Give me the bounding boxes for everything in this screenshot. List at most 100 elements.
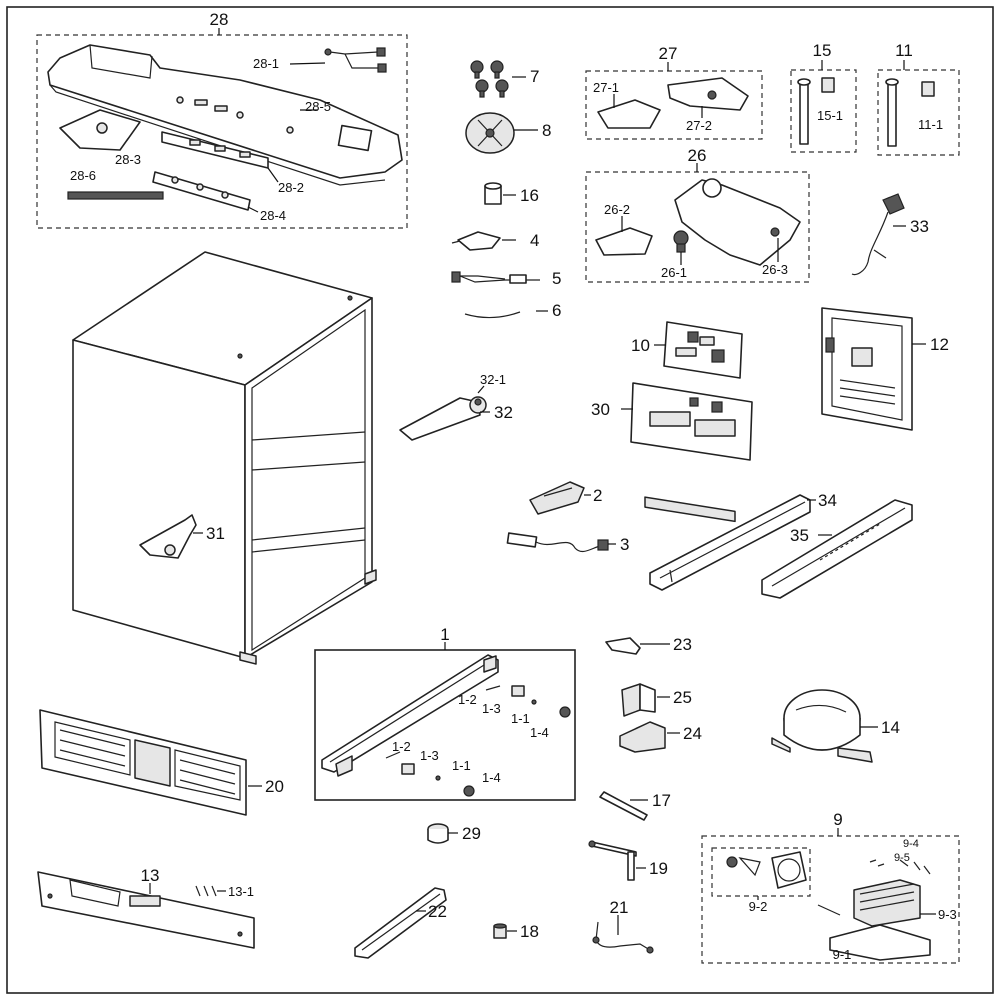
callout-20: 20 [265, 777, 284, 796]
part-group-9[interactable]: 9 9-2 9-4 9-5 9-3 9-1 [701, 810, 960, 964]
part-17-rod[interactable] [599, 791, 648, 821]
callout-9-1: 9-1 [833, 947, 852, 962]
part-13-1-screws[interactable] [195, 885, 217, 897]
part-34-rail[interactable] [649, 494, 811, 591]
callout-9-5: 9-5 [894, 852, 910, 864]
callout-28-6: 28-6 [70, 168, 96, 183]
callout-15: 15 [813, 41, 832, 60]
part-23-bracket[interactable] [605, 637, 641, 655]
callout-22: 22 [428, 902, 447, 921]
callout-1-3b: 1-3 [420, 748, 439, 763]
part-16-cap[interactable] [484, 182, 502, 205]
callout-26-1: 26-1 [661, 265, 687, 280]
callout-28-5: 28-5 [305, 99, 331, 114]
callout-6: 6 [552, 301, 561, 320]
part-20-rear-panel[interactable] [39, 709, 247, 816]
callout-25: 25 [673, 688, 692, 707]
part-13-cover-panel[interactable] [37, 871, 255, 949]
callout-3: 3 [620, 535, 629, 554]
callout-28-3: 28-3 [115, 152, 141, 167]
part-4-sensor[interactable] [451, 231, 501, 251]
callout-5: 5 [552, 269, 561, 288]
part-29-foot[interactable] [427, 823, 449, 844]
callout-12: 12 [930, 335, 949, 354]
callout-23: 23 [673, 635, 692, 654]
part-group-27[interactable]: 27 27-1 27-2 [585, 44, 763, 140]
outer-frame [6, 6, 994, 994]
callout-19: 19 [649, 859, 668, 878]
callout-13-1: 13-1 [228, 884, 254, 899]
callout-30: 30 [591, 400, 610, 419]
callout-1-4b: 1-4 [482, 770, 501, 785]
part-35-rail[interactable] [761, 499, 913, 599]
callout-1-2b: 1-2 [392, 739, 411, 754]
part-group-1[interactable]: 1 1-2 1-3 1-1 1-4 1-2 1-3 1-1 1-4 [314, 625, 576, 801]
callout-2: 2 [593, 486, 602, 505]
part-28-3-plate[interactable] [59, 109, 141, 151]
part-28-6-strip[interactable] [67, 191, 164, 200]
part-21-wire[interactable] [592, 921, 654, 954]
callout-9-4: 9-4 [903, 838, 919, 850]
callout-27-2: 27-2 [686, 118, 712, 133]
part-18-plug[interactable] [493, 923, 507, 939]
part-32-hinge[interactable] [399, 396, 487, 441]
part-25-bracket[interactable] [621, 683, 656, 717]
callout-17: 17 [652, 791, 671, 810]
callout-1-2a: 1-2 [458, 692, 477, 707]
callout-11-1: 11-1 [918, 117, 943, 132]
callout-27-1: 27-1 [593, 80, 619, 95]
callout-31: 31 [206, 524, 225, 543]
part-2-switch[interactable] [529, 481, 585, 515]
callout-1-3a: 1-3 [482, 701, 501, 716]
callout-9: 9 [833, 810, 842, 829]
callout-15-1: 15-1 [817, 108, 843, 123]
callout-27: 27 [659, 44, 678, 63]
callout-26-2: 26-2 [604, 202, 630, 217]
callout-8: 8 [542, 121, 551, 140]
part-14-compressor[interactable] [771, 689, 873, 763]
callout-26: 26 [688, 146, 707, 165]
callout-26-3: 26-3 [762, 262, 788, 277]
part-28-1-wire[interactable] [324, 47, 387, 73]
part-22-cover[interactable] [354, 887, 447, 959]
part-10-pcb[interactable] [663, 321, 743, 379]
part-24-bracket[interactable] [619, 721, 666, 753]
callout-34: 34 [818, 491, 837, 510]
callout-1-1b: 1-1 [452, 758, 471, 773]
cabinet-body[interactable] [72, 251, 377, 665]
callout-4: 4 [530, 231, 539, 250]
part-33-power-cord[interactable] [851, 193, 905, 276]
callout-1-4a: 1-4 [530, 725, 549, 740]
part-group-28[interactable]: 28 28-1 28-5 28-3 [36, 10, 408, 229]
part-group-15[interactable]: 15 15-1 [790, 41, 857, 153]
callout-13: 13 [141, 866, 160, 885]
part-6-wire[interactable] [464, 311, 521, 319]
part-31-hinge[interactable] [139, 514, 197, 559]
part-19-pipe[interactable] [588, 840, 637, 881]
part-3-sensor-wire[interactable] [506, 532, 609, 553]
part-28-5-top-cover[interactable] [47, 44, 403, 186]
callout-35: 35 [790, 526, 809, 545]
callout-28-4: 28-4 [260, 208, 286, 223]
part-7-screws[interactable] [470, 60, 509, 98]
part-group-26[interactable]: 26 26-2 26-1 26-3 [585, 146, 810, 283]
callout-28: 28 [210, 10, 229, 29]
callout-7: 7 [530, 67, 539, 86]
part-30-main-pcb[interactable] [630, 382, 753, 523]
callout-10: 10 [631, 336, 650, 355]
callout-16: 16 [520, 186, 539, 205]
part-8-damper[interactable] [465, 112, 515, 154]
callout-28-2: 28-2 [278, 180, 304, 195]
callout-21: 21 [610, 898, 629, 917]
callout-9-3: 9-3 [938, 907, 957, 922]
callout-33: 33 [910, 217, 929, 236]
callout-32: 32 [494, 403, 513, 422]
part-5-harness[interactable] [451, 271, 540, 284]
callout-11: 11 [895, 41, 913, 60]
part-group-11[interactable]: 11 11-1 [877, 41, 960, 156]
callout-14: 14 [881, 718, 900, 737]
callout-29: 29 [462, 824, 481, 843]
part-12-panel[interactable] [821, 307, 913, 431]
part-28-4-bar[interactable] [152, 171, 251, 211]
